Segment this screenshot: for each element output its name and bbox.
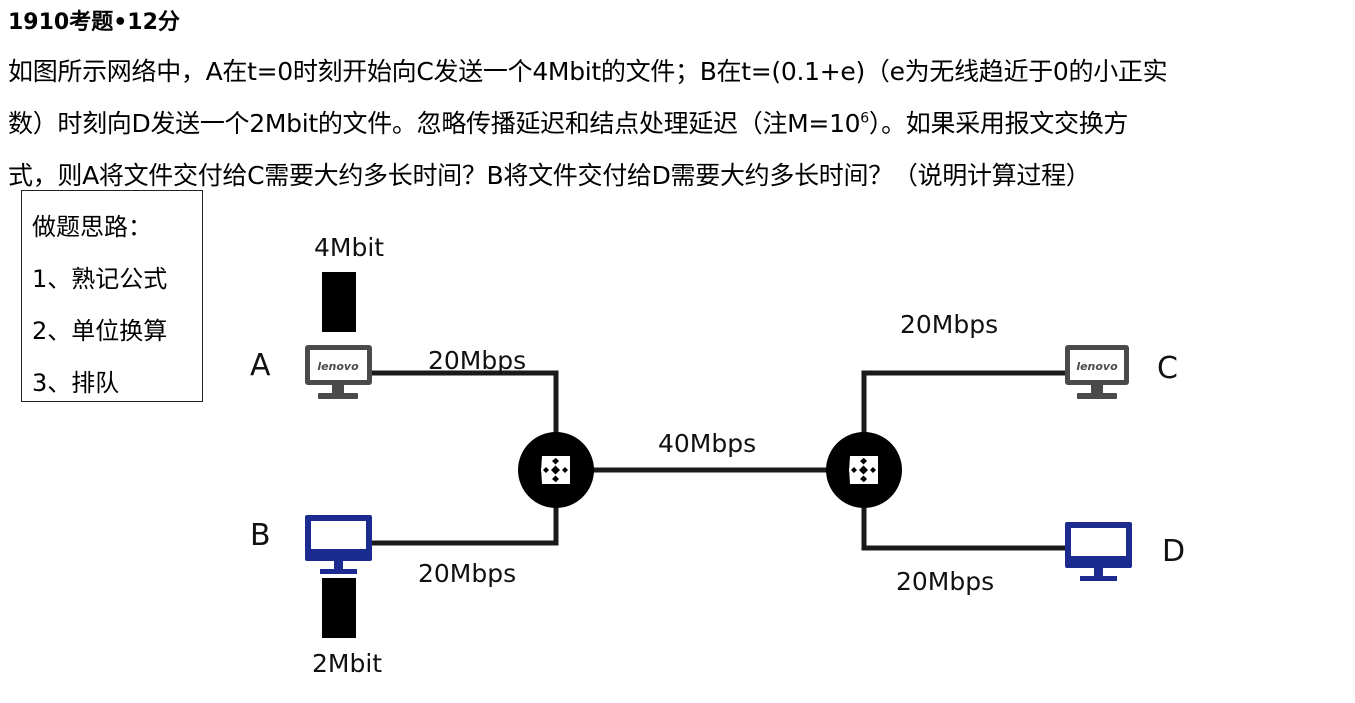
file-block-a xyxy=(322,272,356,332)
file-size-b: 2Mbit xyxy=(312,649,382,678)
file-block-b xyxy=(322,578,356,638)
exponent: 6 xyxy=(860,110,869,127)
router-left-icon xyxy=(518,432,594,508)
router-right-icon xyxy=(826,432,902,508)
file-size-a: 4Mbit xyxy=(314,233,384,262)
node-label-c: C xyxy=(1157,351,1178,386)
computer-d-icon xyxy=(1065,522,1132,581)
question-line-1: 如图所示网络中，A在t=0时刻开始向C发送一个4Mbit的文件；B在t=(0.1… xyxy=(8,57,1168,86)
hint-heading: 做题思路： xyxy=(32,213,152,241)
hint-item-2: 2、单位换算 xyxy=(32,317,168,345)
node-label-b: B xyxy=(250,518,271,553)
link-label-c: 20Mbps xyxy=(900,310,998,339)
question-line-3: 式，则A将文件交付给C需要大约多长时间？B将文件交付给D需要大约多长时间？（说明… xyxy=(8,161,1091,190)
question-title: 1910考题•12分 xyxy=(8,10,180,35)
question-line-2: 数）时刻向D发送一个2Mbit的文件。忽略传播延迟和结点处理延迟（注M=106）… xyxy=(8,104,1128,140)
node-label-a: A xyxy=(250,348,271,383)
link-label-b: 20Mbps xyxy=(418,559,516,588)
link-label-d: 20Mbps xyxy=(896,567,994,596)
computer-a-icon: lenovo xyxy=(305,345,372,399)
hint-item-3: 3、排队 xyxy=(32,369,120,397)
question-line-2-text: 数）时刻向D发送一个2Mbit的文件。忽略传播延迟和结点处理延迟（注M=10 xyxy=(8,109,861,138)
node-label-d: D xyxy=(1162,534,1185,569)
computer-b-icon xyxy=(305,515,372,574)
links xyxy=(372,370,1065,551)
computer-c-icon: lenovo xyxy=(1065,345,1129,399)
hint-box: 做题思路： 1、熟记公式 2、单位换算 3、排队 xyxy=(21,190,203,402)
question-line-2-tail: ）。如果采用报文交换方 xyxy=(868,109,1129,138)
brand-logo-a: lenovo xyxy=(317,360,359,373)
link-label-core: 40Mbps xyxy=(658,429,756,458)
hint-item-1: 1、熟记公式 xyxy=(32,265,168,293)
link-label-a: 20Mbps xyxy=(428,346,526,375)
brand-logo-c: lenovo xyxy=(1076,360,1118,373)
